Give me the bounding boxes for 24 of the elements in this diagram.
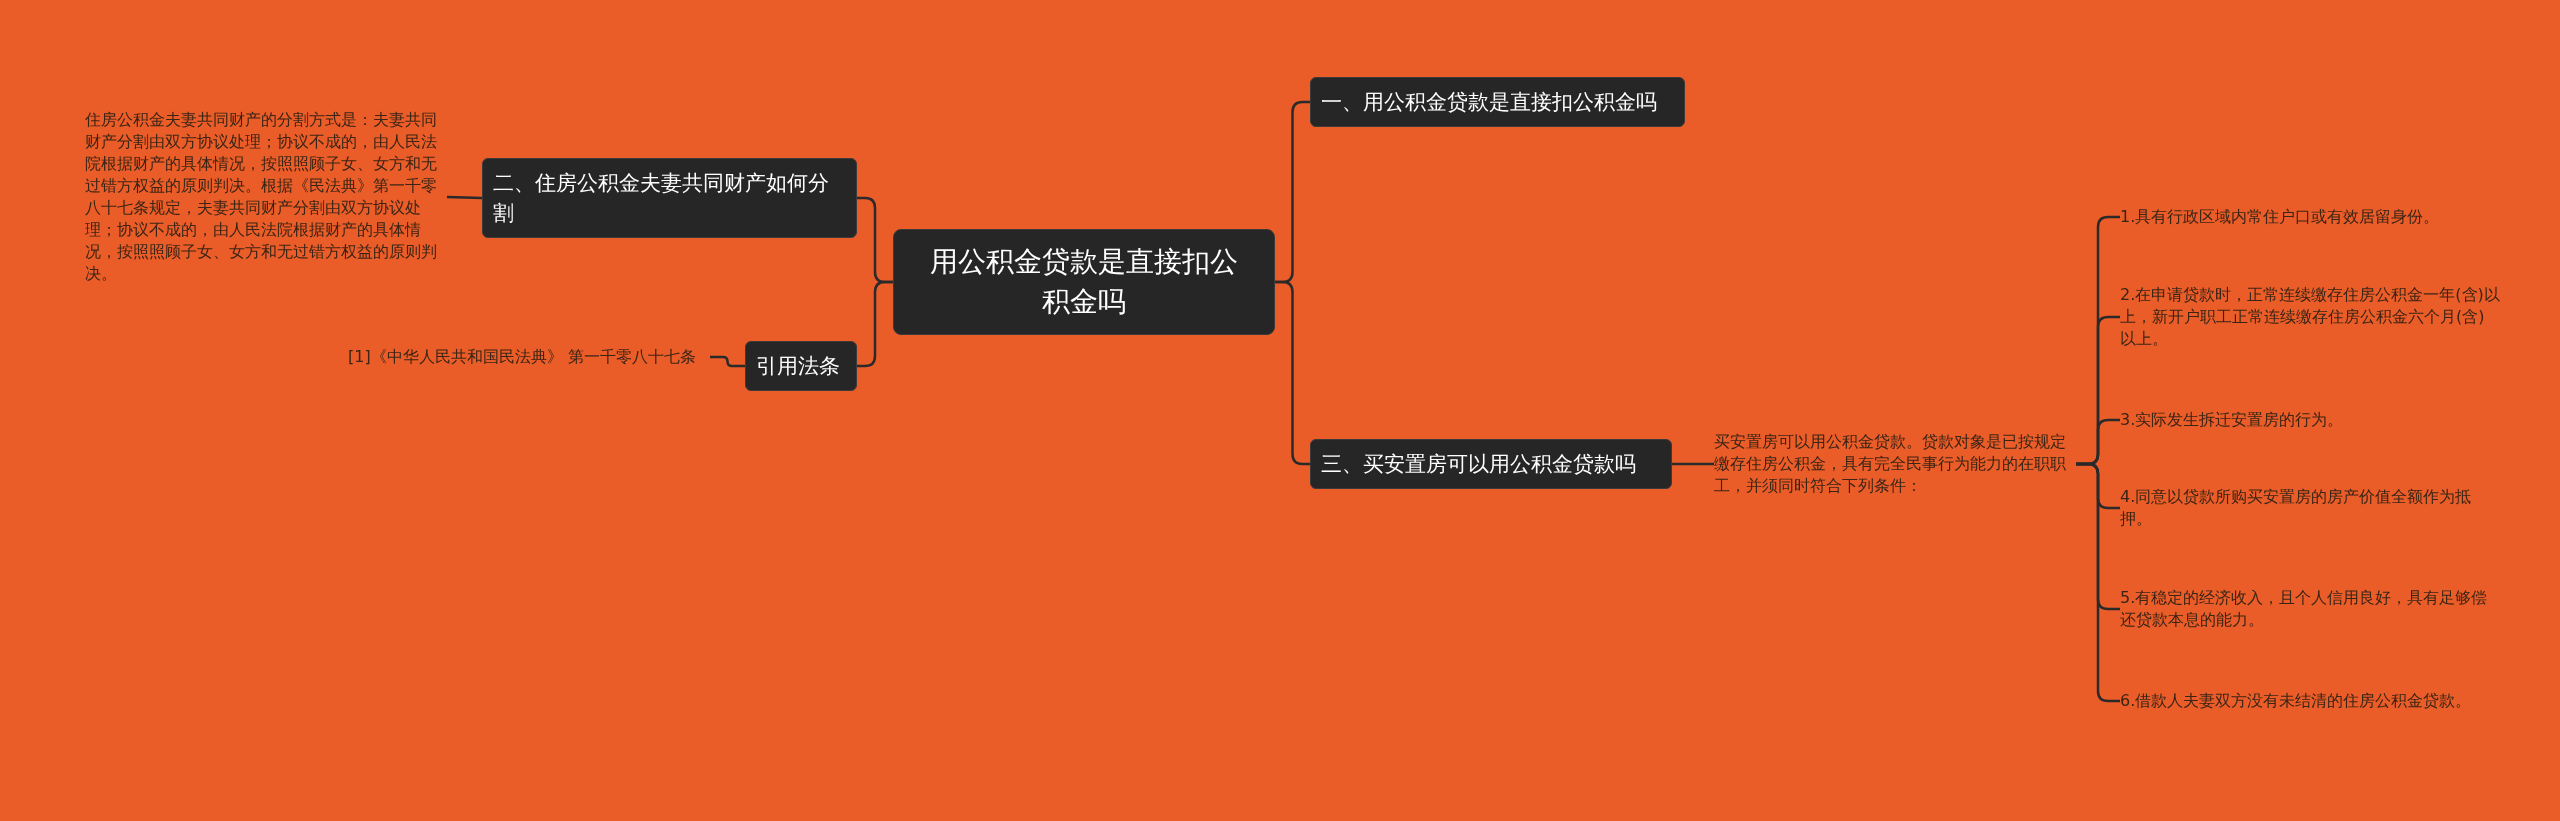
note-text: [1]《中华人民共和国民法典》 第一千零八十七条 xyxy=(348,346,710,368)
note-text: 2.在申请贷款时，正常连续缴存住房公积金一年(含)以上，新开户职工正常连续缴存住房公积金六个月(含)以上。 xyxy=(2120,284,2500,350)
topic-box xyxy=(1310,439,1672,489)
topic-label: 一、用公积金贷款是直接扣公积金吗 xyxy=(1321,89,1658,116)
note-text: 6.借款人夫妻双方没有未结清的住房公积金贷款。 xyxy=(2120,690,2500,712)
note-text: 5.有稳定的经济收入，且个人信用良好，具有足够偿还贷款本息的能力。 xyxy=(2120,587,2500,631)
connector-line xyxy=(710,355,745,368)
central-topic-box xyxy=(893,229,1275,335)
note-text: 4.同意以贷款所购买安置房的房产价值全额作为抵押。 xyxy=(2120,486,2500,530)
connector-line xyxy=(857,280,893,368)
connector-line xyxy=(1275,280,1310,466)
topic-box xyxy=(745,341,857,391)
topic-label: 二、住房公积金夫妻共同财产如何分割 xyxy=(493,170,830,227)
note-text: 1.具有行政区域内常住户口或有效居留身份。 xyxy=(2120,206,2500,228)
note-text: 3.实际发生拆迁安置房的行为。 xyxy=(2120,409,2500,431)
topic-label: 引用法条 xyxy=(756,353,841,380)
connector-line xyxy=(1672,462,1714,466)
connector-line xyxy=(446,195,483,200)
topic-box xyxy=(1310,77,1685,127)
topic-box xyxy=(482,158,857,238)
topic-label: 三、买安置房可以用公积金贷款吗 xyxy=(1321,451,1637,478)
central-topic-label: 用公积金贷款是直接扣公积金吗 xyxy=(929,244,1239,320)
note-text: 买安置房可以用公积金贷款。贷款对象是已按规定缴存住房公积金，具有完全民事行为能力的在职职工，并须同时符合下列条件： xyxy=(1714,431,2076,497)
note-text: 住房公积金夫妻共同财产的分割方式是：夫妻共同财产分割由双方协议处理；协议不成的，由人民法院根据财产的具体情况，按照照顾子女、女方和无过错方权益的原则判决。根据《民法典》第一千零八十七条规定，夫妻共同财产分割由双方协议处理；协议不成的，由人民法院根据财产的具体情况，按照照顾子女、女方和无过错方权益的原则判决。 xyxy=(85,109,447,285)
